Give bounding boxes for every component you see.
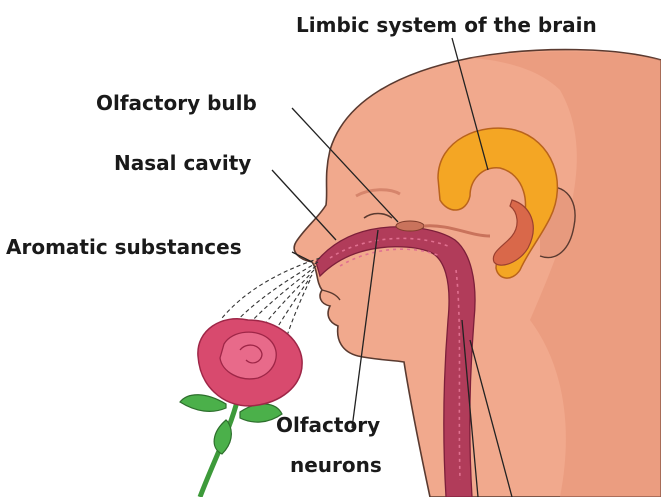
rose <box>180 319 302 497</box>
label-olfactory-bulb: Olfactory bulb <box>96 91 257 115</box>
label-aromatic-substances: Aromatic substances <box>6 235 242 259</box>
label-nasal-cavity: Nasal cavity <box>114 151 251 175</box>
olfactory-bulb <box>396 221 424 231</box>
rose-leaf-lower <box>214 420 231 454</box>
rose-bloom-center <box>220 332 276 379</box>
label-limbic-system: Limbic system of the brain <box>296 13 597 37</box>
label-olfactory-neurons-line1: Olfactory <box>276 413 380 437</box>
label-olfactory-neurons-line2: neurons <box>290 453 382 477</box>
